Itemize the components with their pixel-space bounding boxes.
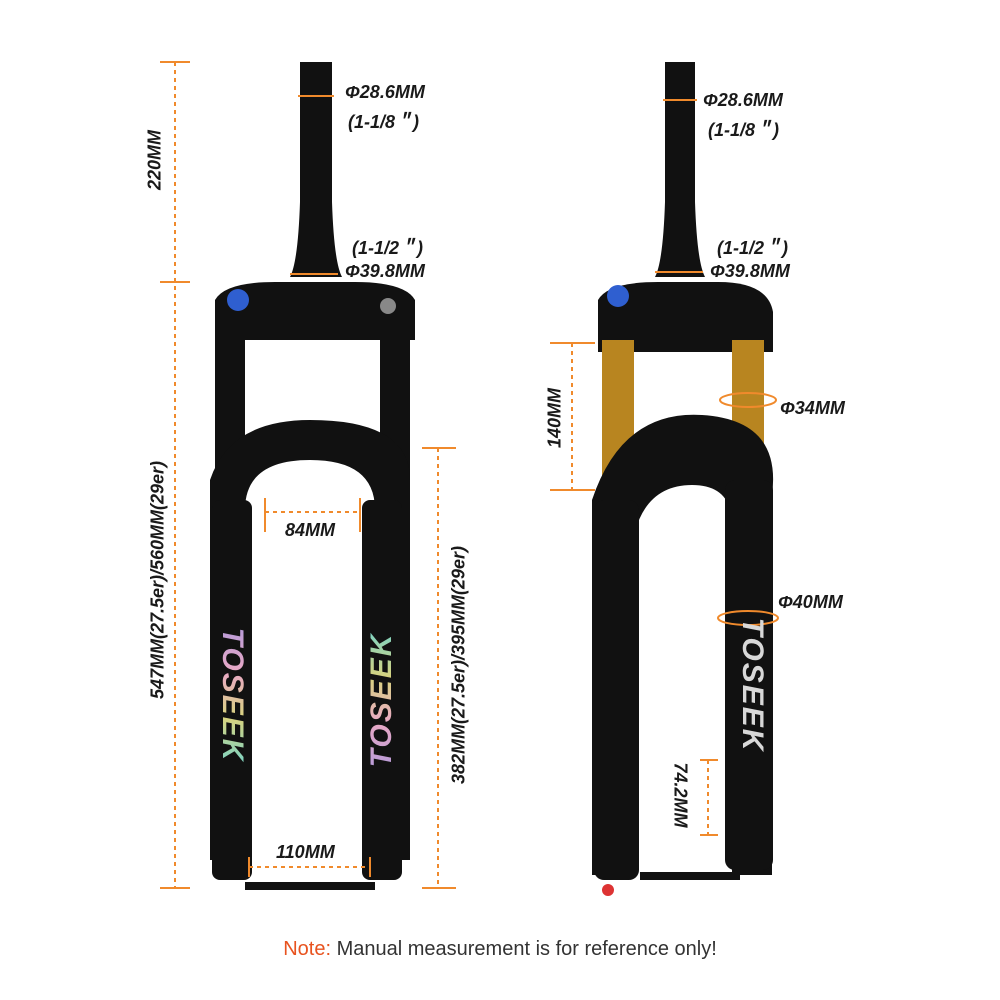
right-fork xyxy=(592,62,774,896)
left-steerer-base-inch: (1-1/2＂) xyxy=(352,238,424,258)
hub-width-label: 110MM xyxy=(276,842,335,862)
disclaimer-note: Note: Manual measurement is for referenc… xyxy=(0,938,1000,961)
note-prefix: Note: xyxy=(283,938,332,960)
left-fork xyxy=(210,62,415,890)
inner-width-label: 84MM xyxy=(285,520,336,540)
post-mount-label: 74.2MM xyxy=(670,762,691,828)
right-steerer-top-inch: (1-1/8＂) xyxy=(708,120,780,140)
lower-diameter-label: Φ40MM xyxy=(778,592,843,612)
axle-to-crown-label: 382MM(27.5er)/395MM(29er) xyxy=(448,545,469,785)
note-text: Manual measurement is for reference only… xyxy=(331,938,717,960)
right-steerer-top-diameter: Φ28.6MM xyxy=(703,90,783,110)
dimension-lines xyxy=(160,61,779,889)
brand-logo-right-leg: TOSEEK xyxy=(365,632,398,768)
right-steerer-base-inch: (1-1/2＂) xyxy=(717,238,789,258)
stanchion-diameter-label: Φ34MM xyxy=(780,398,845,418)
left-steerer-top-diameter: Φ28.6MM xyxy=(345,82,425,102)
left-steerer-base-diameter: Φ39.8MM xyxy=(345,261,425,281)
brand-logo-right-fork: TOSEEK xyxy=(736,617,769,753)
right-steerer-base-diameter: Φ39.8MM xyxy=(710,261,790,281)
brand-logo-left-leg: TOSEEK xyxy=(216,627,249,763)
total-length-label: 547MM(27.5er)/560MM(29er) xyxy=(147,460,168,700)
steerer-length-label: 220MM xyxy=(144,129,165,191)
left-steerer-top-inch: (1-1/8＂) xyxy=(348,112,420,132)
travel-label: 140MM xyxy=(544,387,565,449)
